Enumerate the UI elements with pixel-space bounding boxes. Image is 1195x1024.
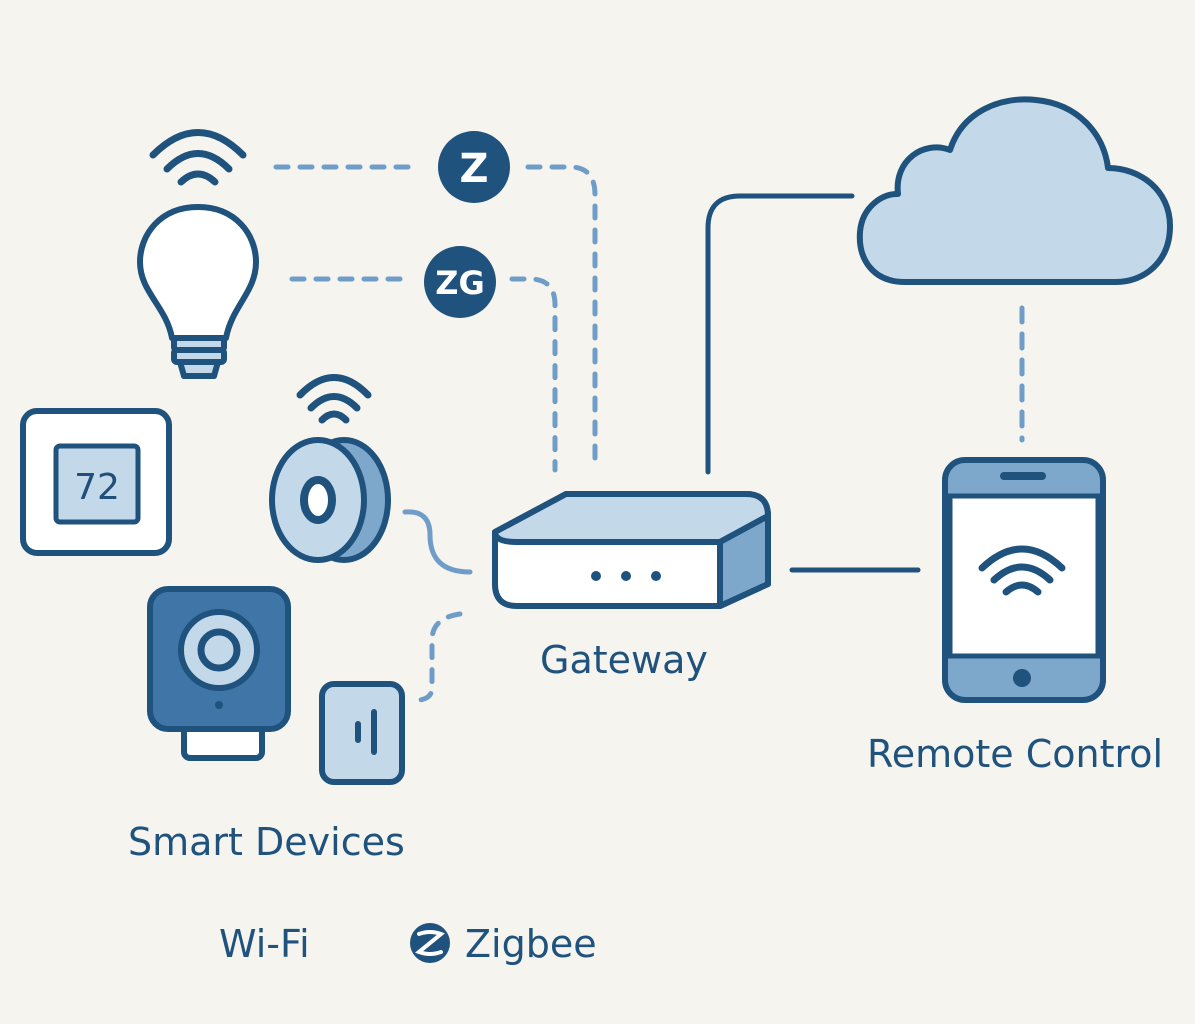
- thermostat-icon: 72: [20, 408, 172, 556]
- wifi-icon: [149, 129, 247, 186]
- zigbee-badge: ZG: [424, 246, 496, 318]
- gateway-label: Gateway: [540, 638, 708, 682]
- wifi-icon: [296, 374, 372, 424]
- thermostat-temperature: 72: [74, 467, 120, 508]
- remote-control-label: Remote Control: [867, 732, 1164, 776]
- gateway-cloud-link: [705, 193, 855, 475]
- zwave-link: [273, 164, 598, 463]
- sensor-icon: [319, 681, 405, 785]
- smart-button-icon: [269, 437, 391, 563]
- zigbee-link: [289, 276, 558, 473]
- zwave-badge: Z: [438, 131, 510, 203]
- smart-devices-label: Smart Devices: [128, 820, 405, 864]
- sensor-link: [417, 611, 463, 703]
- button-link: [402, 509, 473, 575]
- legend-zigbee: Zigbee: [465, 922, 597, 966]
- zigbee-logo-icon: [410, 923, 450, 963]
- zigbee-badge-text: ZG: [435, 264, 484, 302]
- camera-icon: [147, 586, 291, 761]
- legend-wifi: Wi-Fi: [219, 922, 310, 966]
- zwave-badge-text: Z: [459, 146, 488, 192]
- phone-wifi-icon: [978, 545, 1066, 596]
- connections: [273, 164, 1025, 703]
- gateway-icon: [492, 491, 771, 609]
- light-bulb-icon: [137, 204, 259, 379]
- cloud-icon: [856, 96, 1173, 285]
- smartphone-icon: [942, 457, 1106, 703]
